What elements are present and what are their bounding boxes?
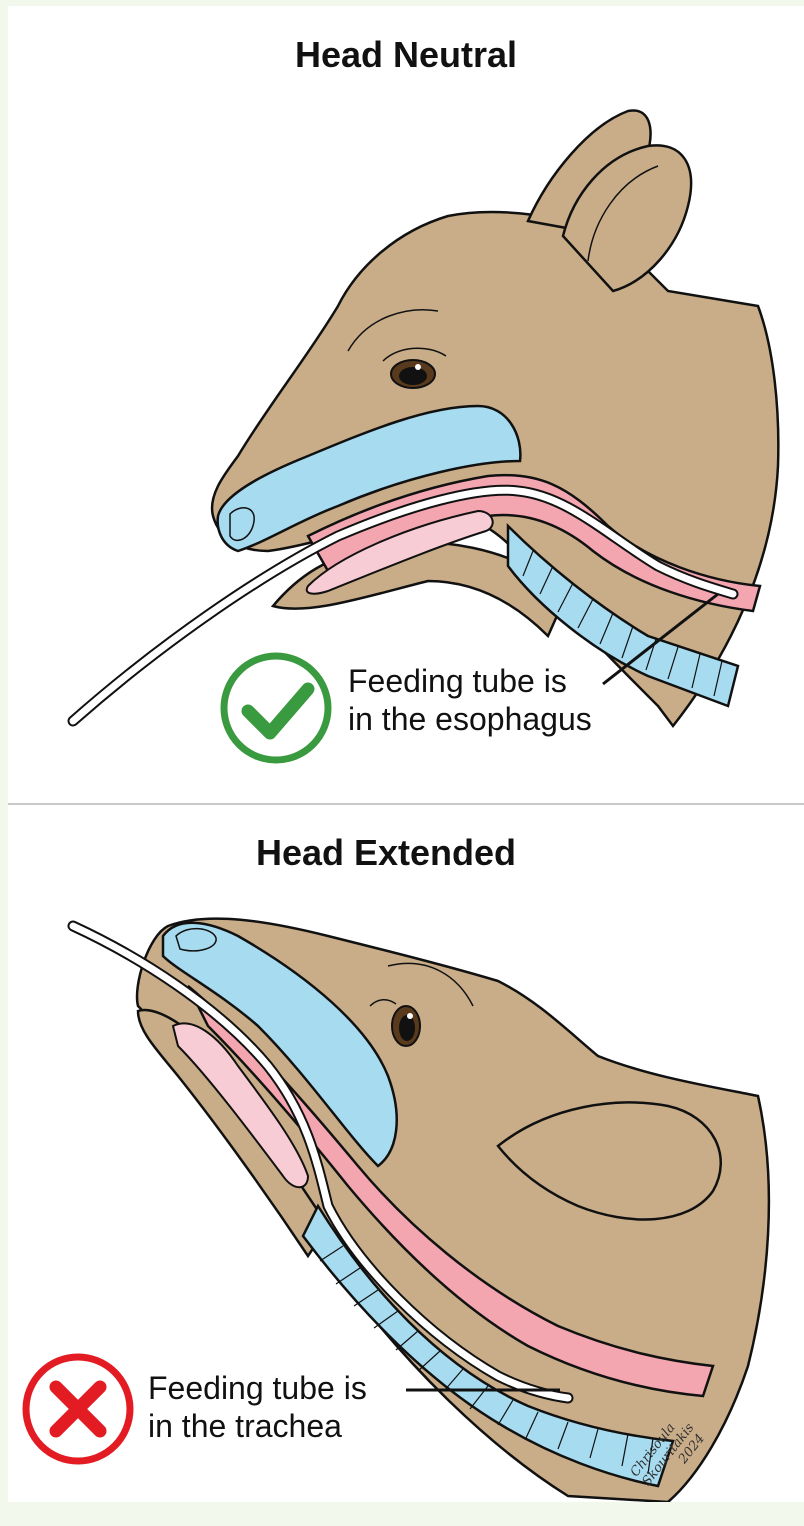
caption-line-2: in the esophagus xyxy=(348,700,592,738)
caption-line-1: Feeding tube is xyxy=(348,662,592,700)
check-icon xyxy=(224,656,328,760)
head-neutral-caption: Feeding tube is in the esophagus xyxy=(348,662,592,738)
illustration-frame: Head Neutral xyxy=(8,6,804,1502)
caption-line-2: in the trachea xyxy=(148,1407,367,1445)
panel-divider xyxy=(8,803,804,805)
head-neutral-panel: Head Neutral xyxy=(8,6,804,802)
cross-icon xyxy=(26,1357,130,1461)
head-extended-caption: Feeding tube is in the trachea xyxy=(148,1369,367,1445)
caption-line-1: Feeding tube is xyxy=(148,1369,367,1407)
